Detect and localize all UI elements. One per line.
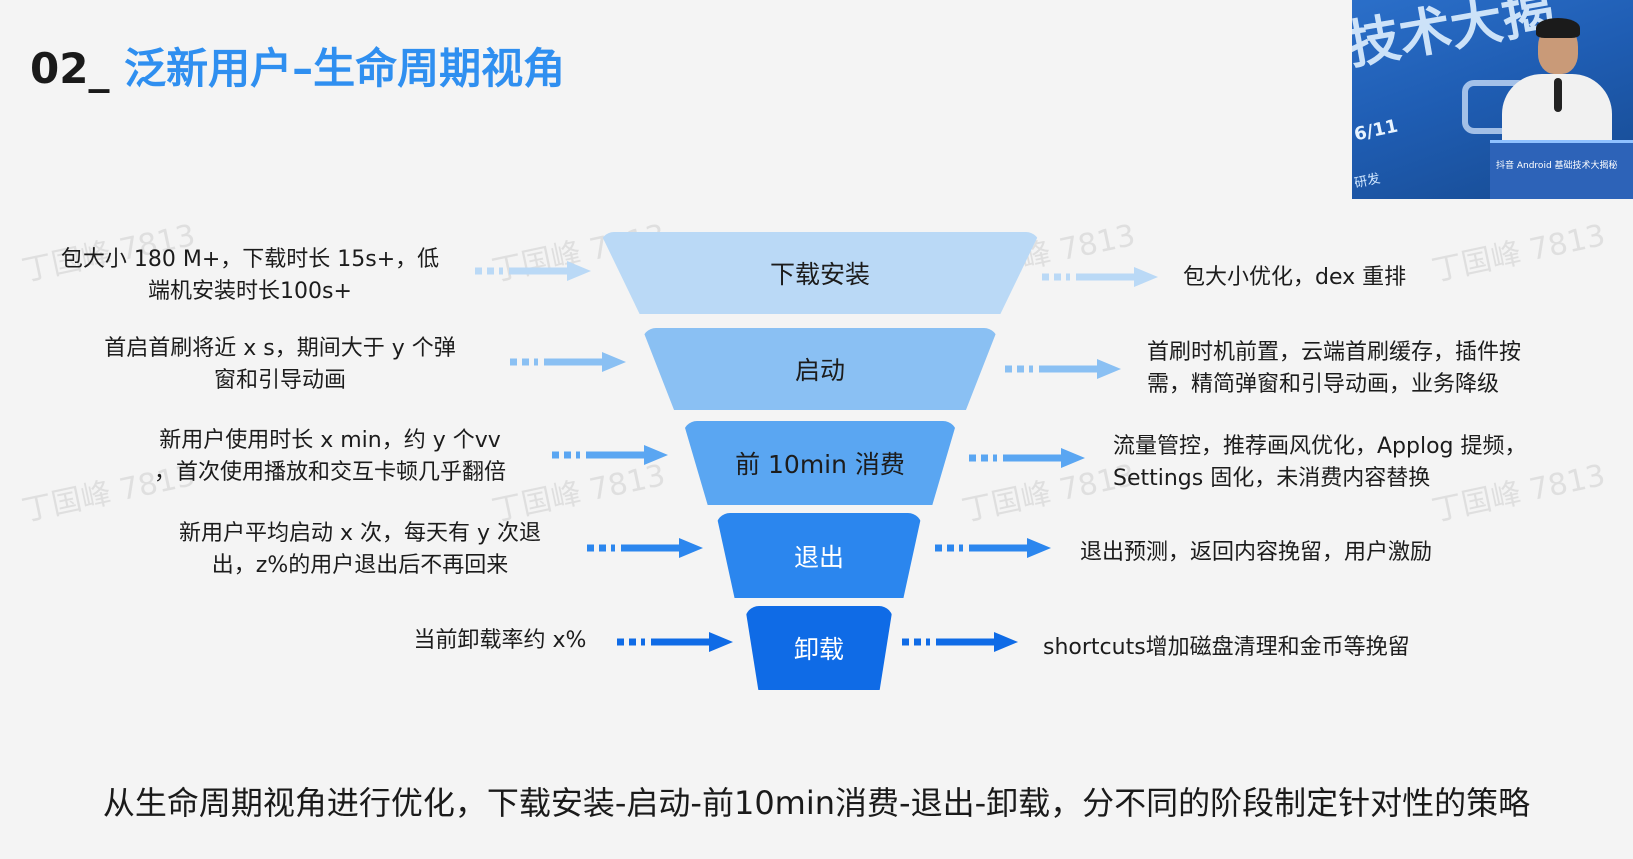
arrow-right-icon	[902, 632, 1018, 652]
arrow-right-icon	[1042, 267, 1158, 287]
arrow-right-icon	[1005, 359, 1121, 379]
slide-title-text: 泛新用户–生命周期视角	[124, 44, 566, 93]
problem-text-launch: 首启首刷将近 x s，期间大于 y 个弹 窗和引导动画	[104, 336, 456, 393]
strategy-text-download: 包大小优化，dex 重排	[1183, 265, 1407, 290]
problem-text-download: 包大小 180 M+，下载时长 15s+，低 端机安装时长100s+	[60, 247, 440, 304]
problem-text-exit: 新用户平均启动 x 次，每天有 y 次退 出，z%的用户退出后不再回来	[178, 521, 541, 578]
strategy-text-uninstall: shortcuts增加磁盘清理和金币等挽留	[1043, 635, 1410, 660]
arrow-right-icon	[552, 445, 668, 465]
problem-text-first10: 新用户使用时长 x min，约 y 个vv ，首次使用播放和交互卡顿几乎翻倍	[153, 428, 506, 485]
video-dept-text: 研发	[1353, 171, 1382, 192]
funnel-stage-label: 启动	[794, 356, 845, 385]
strategy-text-first10: 流量管控，推荐画风优化，Applog 提频， Settings 固化，未消费内容…	[1113, 434, 1527, 491]
arrow-right-icon	[587, 538, 703, 558]
arrow-right-icon	[617, 632, 733, 652]
funnel-stage-first10: 前 10min 消费	[683, 421, 957, 505]
funnel-stage-label: 下载安装	[769, 260, 870, 289]
funnel-stage-label: 退出	[793, 542, 844, 572]
podium-label: 抖音 Android 基础技术大揭秘	[1496, 161, 1618, 171]
video-date-text: 6/11	[1352, 115, 1400, 146]
funnel-stage-label: 前 10min 消费	[735, 450, 905, 479]
slide-title: 02_ 泛新用户–生命周期视角	[30, 48, 565, 90]
strategy-text-exit: 退出预测，返回内容挽留，用户激励	[1080, 540, 1433, 565]
funnel-stage-download: 下载安装	[600, 232, 1040, 314]
arrow-right-icon	[969, 448, 1085, 468]
speaker-hair	[1536, 18, 1580, 38]
problem-text-uninstall: 当前卸载率约 x%	[413, 628, 587, 653]
funnel-stage-launch: 启动	[642, 328, 998, 410]
arrow-right-icon	[935, 538, 1051, 558]
slide-caption: 从生命周期视角进行优化，下载安装-启动-前10min消费-退出-卸载，分不同的阶…	[102, 784, 1531, 822]
strategy-text-launch: 首刷时机前置，云端首刷缓存，插件按 需，精简弹窗和引导动画，业务降级	[1147, 340, 1522, 397]
funnel-stage-label: 卸载	[793, 635, 844, 664]
funnel-stage-exit: 退出	[716, 513, 922, 598]
slide-number: 02_	[30, 44, 110, 93]
funnel-stage-uninstall: 卸载	[745, 606, 893, 690]
microphone-icon	[1554, 78, 1562, 112]
arrow-right-icon	[510, 352, 626, 372]
video-banner-text: 技术大揭	[1352, 0, 1559, 77]
arrow-right-icon	[475, 261, 591, 281]
speaker-video: 技术大揭 6/11 研发 抖音 Android 基础技术大揭秘	[1352, 0, 1633, 199]
podium	[1490, 140, 1633, 199]
